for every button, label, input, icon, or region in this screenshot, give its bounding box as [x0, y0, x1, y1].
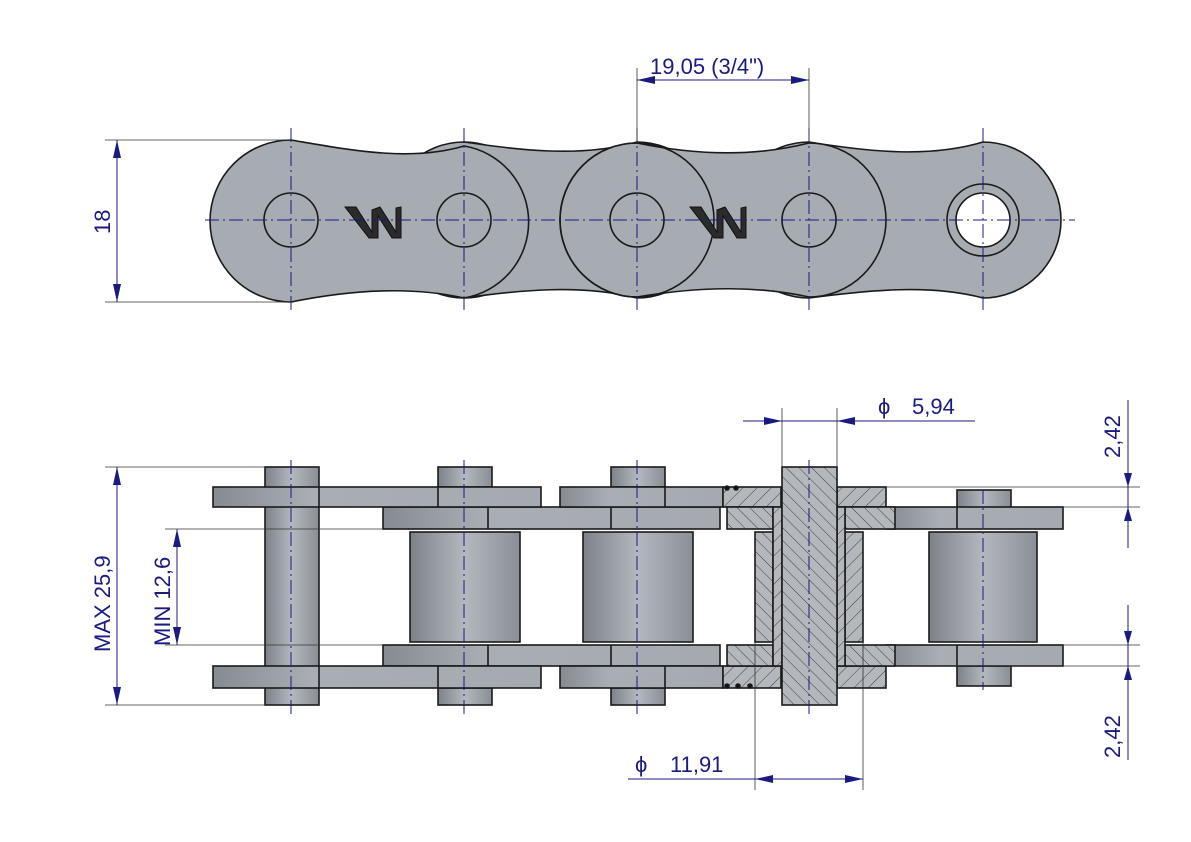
side-view	[212, 460, 1064, 715]
height-dimension: 18	[90, 139, 291, 303]
plate-thickness-bottom-label: 2,42	[1100, 715, 1125, 758]
diameter-symbol: ϕ	[635, 752, 647, 777]
roller-diameter-label: 11,91	[670, 752, 723, 777]
plate-thickness-top-label: 2,42	[1100, 415, 1125, 458]
w-logo	[343, 206, 747, 239]
pitch-label: 19,05 (3/4")	[650, 54, 764, 79]
plate-thickness-dimension: 2,42 2,42	[886, 400, 1140, 760]
pin-diameter-label: 5,94	[912, 394, 955, 419]
diameter-symbol: ϕ	[878, 394, 890, 419]
min-width-dimension: MIN 12,6	[150, 528, 383, 646]
top-view	[205, 128, 1075, 312]
min-width-label: MIN 12,6	[150, 557, 175, 646]
roller	[409, 531, 1038, 643]
inner-plate	[382, 506, 1064, 667]
max-width-dimension: MAX 25,9	[90, 466, 265, 706]
roller-diameter-dimension: ϕ 11,91	[628, 642, 864, 790]
pin-diameter-dimension: ϕ 5,94	[743, 394, 975, 467]
height-label: 18	[90, 210, 115, 234]
pitch-dimension: 19,05 (3/4")	[636, 54, 810, 140]
outer-plate	[212, 486, 724, 689]
max-width-label: MAX 25,9	[90, 555, 115, 652]
